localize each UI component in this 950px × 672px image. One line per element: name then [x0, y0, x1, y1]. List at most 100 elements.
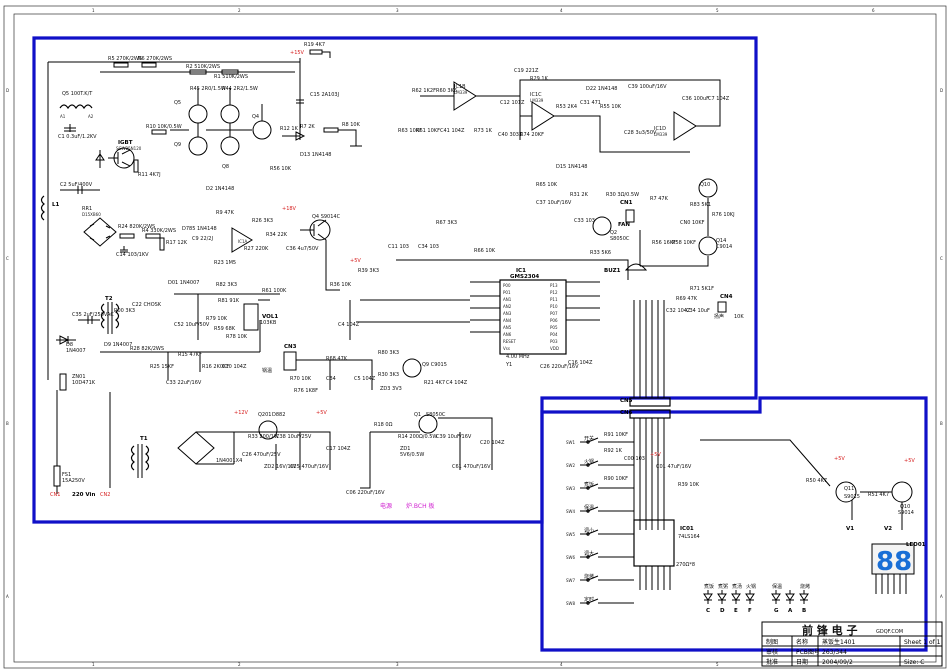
seven-segment-display: [871, 543, 915, 575]
d22-label: D22 1N4148: [586, 86, 617, 92]
c11-label: C11 103: [388, 244, 409, 250]
rr1-val: D15XB60: [82, 212, 101, 217]
led-diode-icon: [731, 590, 741, 604]
r29-label: R29 1K: [530, 76, 549, 82]
ic1-pin-left: Vss: [503, 346, 510, 351]
r39b-label: R39 10K: [678, 482, 700, 488]
t2-label: T2: [105, 296, 113, 302]
q201-label: Q201: [258, 412, 271, 418]
r60-label: R60 3K6: [436, 88, 457, 94]
led-label: 煮饭: [704, 583, 714, 590]
r68-label: R68 47K: [326, 356, 348, 362]
r18-label: R18 0Ω: [374, 422, 393, 428]
xtal-label: 4.00 MHz: [506, 354, 530, 360]
r4-label: R4 330K/2WS: [142, 228, 176, 234]
row-label: B: [940, 421, 943, 426]
r81-label: R81 91K: [218, 298, 240, 304]
col-label: 2: [238, 662, 241, 667]
indicator-led: A: [785, 590, 795, 614]
ic1-pin-left: AN2: [503, 304, 512, 309]
buzzer-label: BUZ1: [604, 268, 621, 274]
r44-label: R44 2R2/1.5W: [222, 86, 258, 92]
v5b-rail-label: +5V: [316, 410, 327, 416]
ic1-pin-left: AN3: [503, 311, 512, 316]
igbt-part: SGW25N120: [116, 146, 142, 151]
r64-val: 10K: [734, 314, 744, 320]
connector-bus: CN5 CN6: [620, 300, 671, 530]
key-label: 定时: [584, 596, 594, 603]
key-node: [586, 601, 590, 605]
main-board-outline: [32, 36, 758, 524]
row-label: C: [940, 256, 943, 261]
r7b-label: R7 47K: [650, 196, 669, 202]
key-node: [586, 509, 590, 513]
row-label: C: [6, 256, 9, 261]
r28-label: R28 82K/2WS: [130, 346, 164, 352]
drawing-frame: [3, 5, 947, 669]
r63-label: R63 10KF: [398, 128, 422, 134]
r2-label: R2 510K/2WS: [186, 64, 220, 70]
cn5-label: CN5: [620, 398, 633, 404]
ic1-pin-left: AN4: [503, 318, 512, 323]
title-row-right: Size: C: [904, 659, 924, 666]
cn1b-label: CN1: [620, 200, 633, 206]
title-block: 前 锋 电 子 GDQF.COM 制图 名称 蒸饭生1401 Sheet 1 o…: [761, 621, 943, 667]
title-brand: 前 锋 电 子: [802, 623, 858, 637]
key-node: [586, 463, 590, 467]
r19-label: R19 4K7: [304, 42, 325, 48]
r10-label: R10 10K/0.5W: [146, 124, 182, 130]
led-tag: E: [734, 608, 738, 614]
key-node: [586, 486, 590, 490]
resistor-array-label: 270Ω*8: [676, 562, 695, 568]
indicator-led: 煮粥D: [717, 583, 728, 614]
key-label: 保温: [584, 504, 594, 511]
c35-label: C35 2uF/250VAC: [72, 312, 114, 318]
fan-label: FAN: [618, 222, 630, 228]
v12-rail-label: +12V: [234, 410, 249, 416]
r58-label: R58 10KF: [672, 240, 696, 246]
c38-label: C38 10uF/25V: [276, 434, 312, 440]
zd1-val: 5V6/0.5W: [400, 452, 424, 458]
sensor-label: 锅温: [262, 367, 272, 374]
c7-label: C7 104Z: [708, 96, 730, 102]
r16-label: R16 2K0KF: [202, 364, 229, 370]
c14-label: C14 103/1KV: [116, 252, 149, 258]
r55-label: R55 10K: [600, 104, 622, 110]
c01-label: C01 47uF/16V: [656, 464, 692, 470]
ic1-pin-right: P12: [550, 290, 558, 295]
vol1-label: VOL1: [262, 314, 278, 320]
led-diode-icon: [799, 590, 809, 604]
ic1-pin-left: AN6: [503, 332, 512, 337]
d9-label: D9 1N4007: [104, 342, 132, 348]
cn6-label: CN6: [620, 410, 633, 416]
fan-buzzer-section: R30 3Ω/0.5W CN1 FAN Q2 S8050C BUZ1 Q10 Q…: [592, 178, 744, 320]
ic1-pin-right: P13: [550, 283, 558, 288]
ic1-pin-right: P04: [550, 332, 558, 337]
q1-part: S8050C: [426, 412, 446, 418]
ic1-pin-left: AN5: [503, 325, 512, 330]
key-label: 火锅: [584, 458, 594, 465]
c32-label: C32 104Z: [666, 308, 691, 314]
c16-label: C16 104Z: [568, 360, 593, 366]
r7-label: R7 2K: [300, 124, 315, 130]
col-label: 3: [396, 8, 399, 13]
row-label: D: [6, 88, 9, 93]
led-label: 煮粥: [718, 583, 728, 590]
ic1-label: IC1: [516, 268, 526, 274]
r59-label: R59 68K: [214, 326, 236, 332]
led-tag: F: [748, 608, 752, 614]
c2-label: C2 5uF/400V: [60, 182, 93, 188]
v5e-rail-label: +5V: [904, 458, 915, 464]
r91-label: R91 10KF: [604, 432, 628, 438]
title-site: GDQF.COM: [876, 629, 903, 635]
key-node: [586, 578, 590, 582]
